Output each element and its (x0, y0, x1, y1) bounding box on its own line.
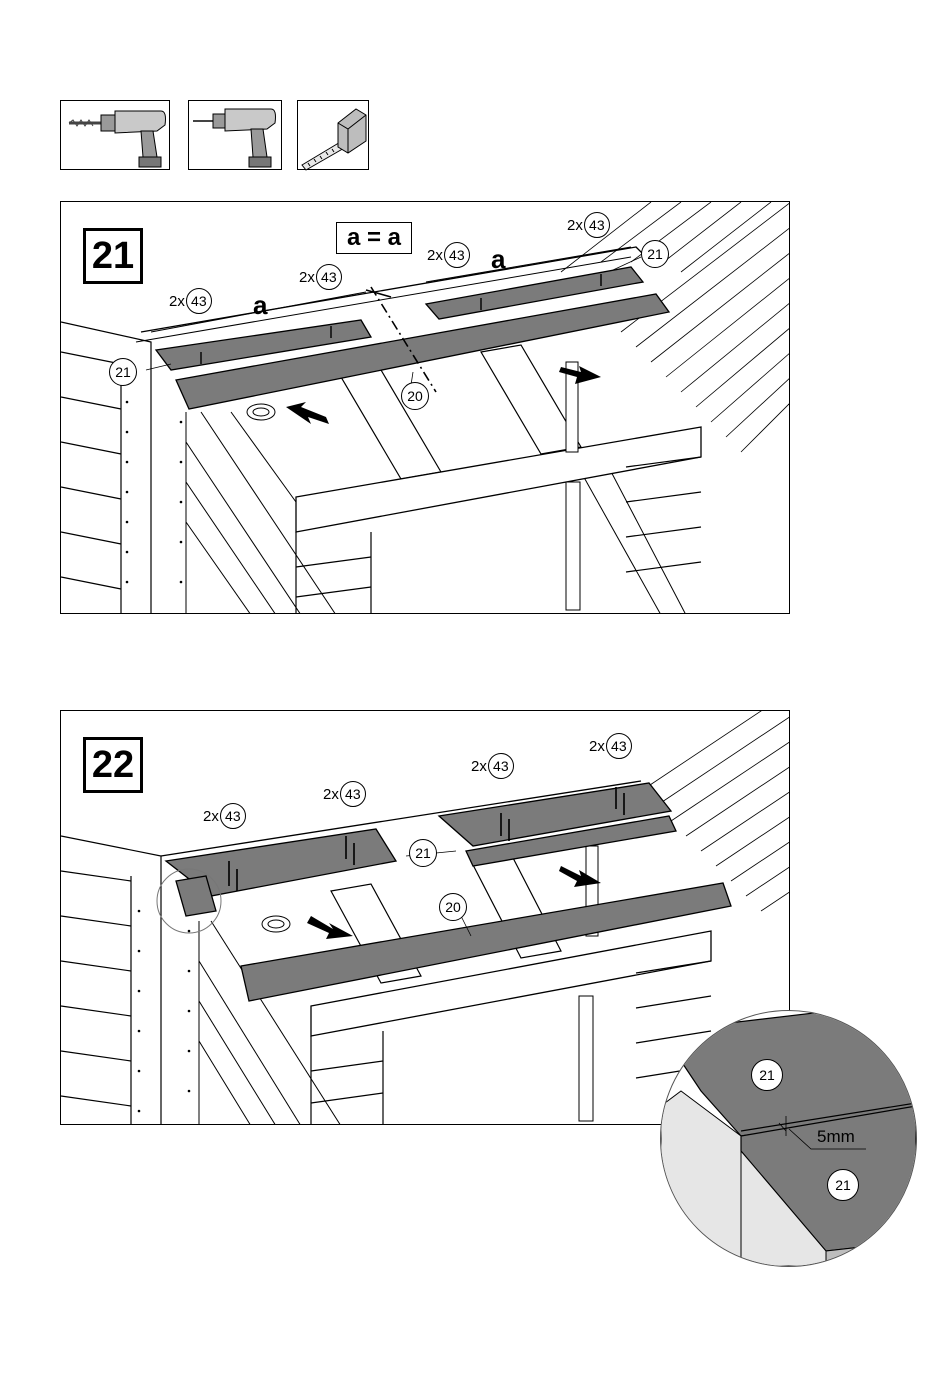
distance-label-left: a (253, 290, 267, 321)
step-number: 21 (83, 228, 143, 284)
part-label-roof-board: 21 (641, 240, 669, 268)
board-gap-detail (661, 1011, 916, 1266)
screw-qty: 2x (203, 808, 219, 825)
part-label-roof-board: 21 (109, 358, 137, 386)
detail-zoom-circle: 21 21 5mm (660, 1010, 917, 1267)
detail-part-label-bottom: 21 (827, 1169, 859, 1201)
screw-qty: 2x (169, 293, 185, 310)
detail-part-label-top: 21 (751, 1059, 783, 1091)
part-label-rafter: 20 (439, 893, 467, 921)
screw-part-number: 43 (488, 753, 514, 779)
screw-part-number: 43 (186, 288, 212, 314)
screw-part-number: 43 (316, 264, 342, 290)
tool-screwdriver-box (188, 100, 282, 170)
screw-part-number: 43 (340, 781, 366, 807)
part-label-roof-board: 21 (409, 839, 437, 867)
screw-qty: 2x (323, 786, 339, 803)
step-number: 22 (83, 737, 143, 793)
screw-qty: 2x (299, 269, 315, 286)
screw-part-number: 43 (220, 803, 246, 829)
screw-part-number: 43 (606, 733, 632, 759)
screw-part-number: 43 (584, 212, 610, 238)
screw-qty: 2x (427, 247, 443, 264)
drill-with-bit-icon (61, 101, 171, 171)
screw-qty: 2x (589, 738, 605, 755)
screw-qty: 2x (567, 217, 583, 234)
part-label-rafter: 20 (401, 382, 429, 410)
step-21-illustration (61, 202, 790, 614)
tool-tape-box (297, 100, 369, 170)
screw-part-number: 43 (444, 242, 470, 268)
screw-qty: 2x (471, 758, 487, 775)
gap-dimension-label: 5mm (817, 1127, 855, 1147)
screwdriver-drill-icon (189, 101, 283, 171)
distance-label-right: a (491, 244, 505, 275)
tool-drill-box (60, 100, 170, 170)
tape-measure-icon (298, 101, 370, 171)
equal-distance-note: a = a (336, 222, 412, 254)
